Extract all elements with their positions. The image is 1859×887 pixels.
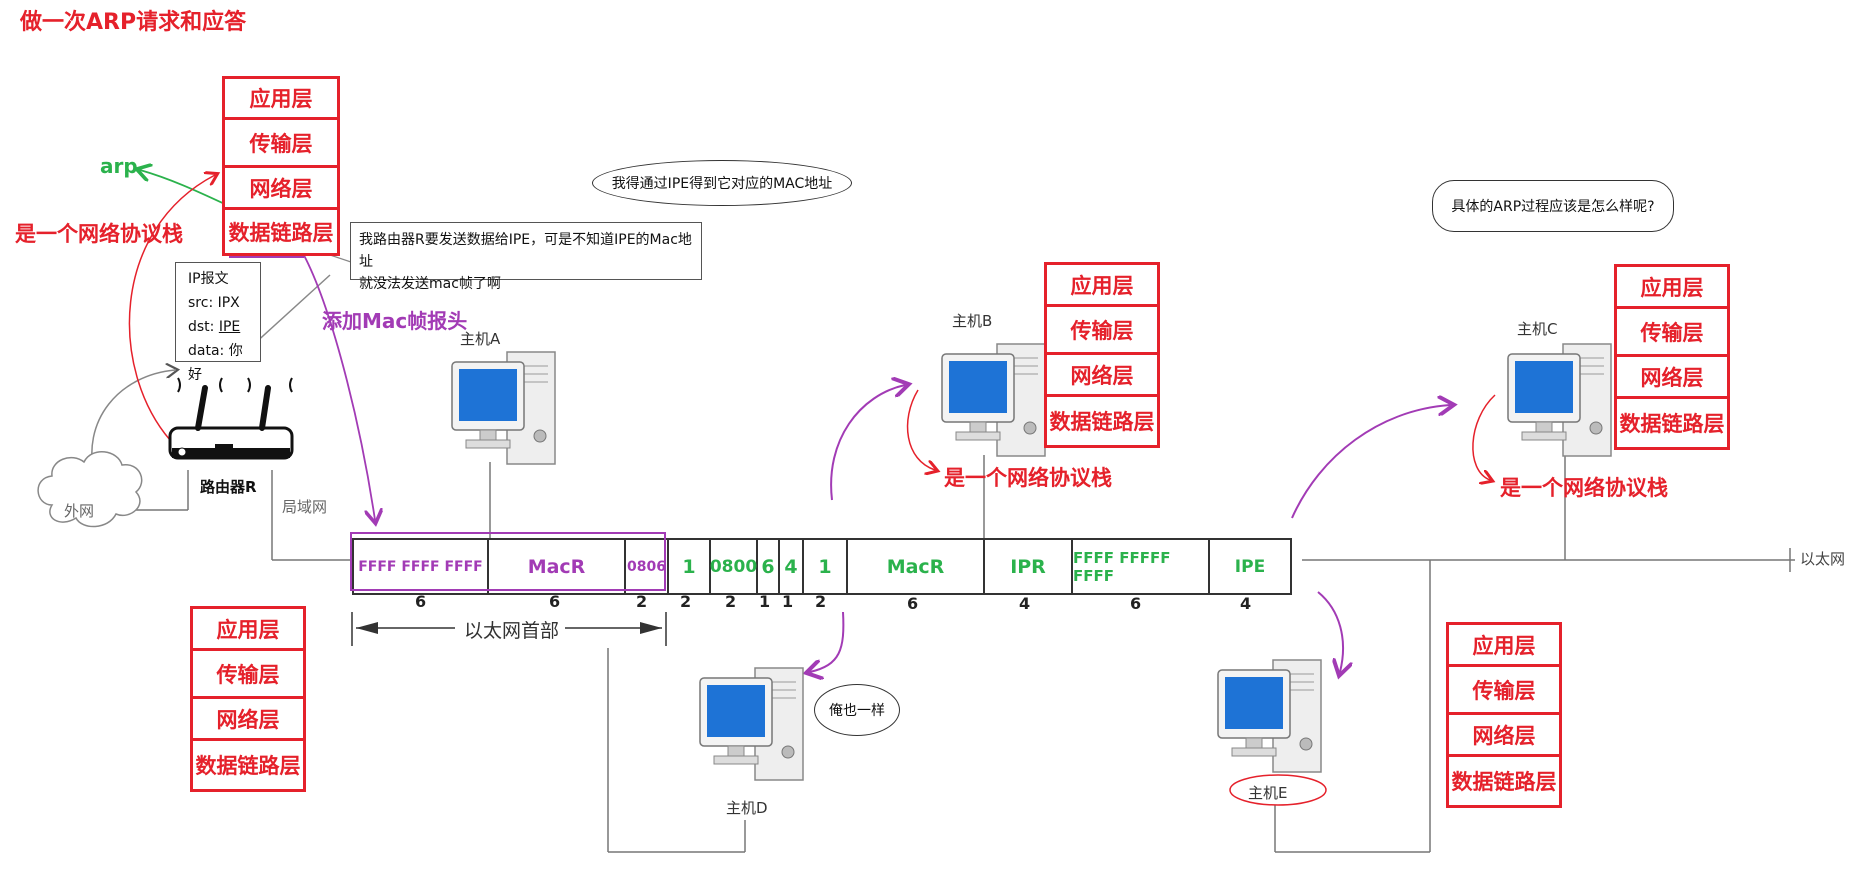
frame-hw-len: 6 <box>758 540 780 593</box>
internet-label: 外网 <box>64 502 95 520</box>
host-b-protocol-stack: 应用层 传输层 网络层 数据链路层 <box>1044 262 1160 448</box>
layer-datalink: 数据链路层 <box>1451 770 1557 794</box>
layer-application: 应用层 <box>193 609 303 651</box>
frame-proto-len: 4 <box>780 540 804 593</box>
ip-packet-title: IP报文 <box>188 271 229 287</box>
router-note-line1: 我路由器R要发送数据给IPE，可是不知道IPE的Mac地址 <box>359 232 692 270</box>
lan-label: 局域网 <box>282 498 328 516</box>
size-sender-mac: 6 <box>907 594 919 613</box>
layer-application: 应用层 <box>1449 625 1559 667</box>
ip-packet-dst-label: dst: <box>188 319 215 335</box>
host-d-label: 主机D <box>726 799 768 817</box>
size-target-mac: 6 <box>1130 594 1142 613</box>
layer-network: 网络层 <box>1449 715 1559 757</box>
host-e-protocol-stack: 应用层 传输层 网络层 数据链路层 <box>1446 622 1562 808</box>
router-label: 路由器R <box>200 478 257 496</box>
host-b-computer-icon <box>941 343 1046 457</box>
layer-network: 网络层 <box>193 699 303 741</box>
frame-target-mac: FFFF FFFFF FFFF <box>1073 540 1210 593</box>
frame-hw-type: 1 <box>669 540 711 593</box>
router-protocol-stack-label: 是一个网络协议栈 <box>15 222 183 246</box>
ip-packet-src: src: IPX <box>188 295 240 311</box>
page-title: 做一次ARP请求和应答 <box>20 10 247 35</box>
ethernet-header-label: 以太网首部 <box>464 620 560 642</box>
arp-frame: FFFF FFFF FFFF MacR 0806 1 0800 6 4 1 Ma… <box>352 538 1292 595</box>
frame-type: 0806 <box>626 540 669 593</box>
size-op: 2 <box>815 592 827 611</box>
frame-proto-type: 0800 <box>710 540 758 593</box>
router-protocol-stack: 应用层 传输层 网络层 数据链路层 <box>222 76 340 256</box>
host-c-protocol-stack-label: 是一个网络协议栈 <box>1500 476 1668 500</box>
host-a-label: 主机A <box>460 330 501 348</box>
layer-datalink: 数据链路层 <box>1619 412 1725 436</box>
internet-cloud <box>37 451 143 528</box>
ip-packet-data: data: 你好 <box>188 343 243 383</box>
layer-datalink: 数据链路层 <box>228 220 334 245</box>
arp-label: arp <box>100 154 138 178</box>
layer-network: 网络层 <box>1617 357 1727 399</box>
host-a-computer-icon <box>451 351 556 465</box>
ip-packet-dst-value: IPE <box>218 319 241 335</box>
layer-datalink: 数据链路层 <box>195 754 301 778</box>
size-target-ip: 4 <box>1240 594 1252 613</box>
size-sender-ip: 4 <box>1019 594 1031 613</box>
router-note-box: 我路由器R要发送数据给IPE，可是不知道IPE的Mac地址 就没法发送mac帧了… <box>350 222 702 292</box>
size-dest-mac: 6 <box>415 592 427 611</box>
size-hw-type: 2 <box>680 592 692 611</box>
frame-src-mac: MacR <box>489 540 626 593</box>
ip-packet-box: IP报文 src: IPX dst: IPE data: 你好 <box>175 262 261 383</box>
frame-op: 1 <box>804 540 848 593</box>
host-c-thought-bubble: 具体的ARP过程应该是怎么样呢? <box>1432 180 1674 232</box>
size-proto-len: 1 <box>782 592 794 611</box>
size-proto-type: 2 <box>725 592 737 611</box>
layer-transport: 传输层 <box>1449 667 1559 715</box>
layer-datalink: 数据链路层 <box>1049 410 1155 434</box>
layer-application: 应用层 <box>1617 267 1727 309</box>
host-d-speech-bubble: 俺也一样 <box>814 684 900 736</box>
layer-application: 应用层 <box>1047 265 1157 307</box>
frame-target-ip: IPE <box>1234 556 1266 577</box>
host-e-label: 主机E <box>1248 784 1288 802</box>
ethernet-label: 以太网 <box>1800 550 1846 568</box>
add-mac-header-label: 添加Mac帧报头 <box>322 309 468 333</box>
size-hw-len: 1 <box>759 592 771 611</box>
size-type: 2 <box>636 592 648 611</box>
frame-sender-ip: IPR <box>985 540 1073 593</box>
layer-transport: 传输层 <box>225 120 337 168</box>
host-b-label: 主机B <box>952 312 993 330</box>
layer-network: 网络层 <box>1047 355 1157 397</box>
host-d-computer-icon <box>699 667 804 781</box>
ethernet-header-highlight <box>350 532 666 591</box>
layer-application: 应用层 <box>225 79 337 120</box>
layer-transport: 传输层 <box>1617 309 1727 357</box>
host-c-computer-icon <box>1507 343 1612 457</box>
host-c-label: 主机C <box>1517 320 1558 338</box>
router-thought-bubble: 我得通过IPE得到它对应的MAC地址 <box>592 160 852 206</box>
ip-packet-dst: dst: IPE <box>188 315 248 339</box>
host-a-protocol-stack: 应用层 传输层 网络层 数据链路层 <box>190 606 306 792</box>
frame-dest-mac: FFFF FFFF FFFF <box>354 540 489 593</box>
host-c-protocol-stack: 应用层 传输层 网络层 数据链路层 <box>1614 264 1730 450</box>
router-icon <box>168 377 294 460</box>
host-e-computer-icon <box>1217 659 1322 773</box>
size-src-mac: 6 <box>549 592 561 611</box>
layer-transport: 传输层 <box>193 651 303 699</box>
layer-network: 网络层 <box>225 168 337 210</box>
frame-sender-mac: MacR <box>848 540 985 593</box>
host-b-protocol-stack-label: 是一个网络协议栈 <box>944 466 1112 490</box>
router-note-line2: 就没法发送mac帧了啊 <box>359 276 501 292</box>
layer-transport: 传输层 <box>1047 307 1157 355</box>
